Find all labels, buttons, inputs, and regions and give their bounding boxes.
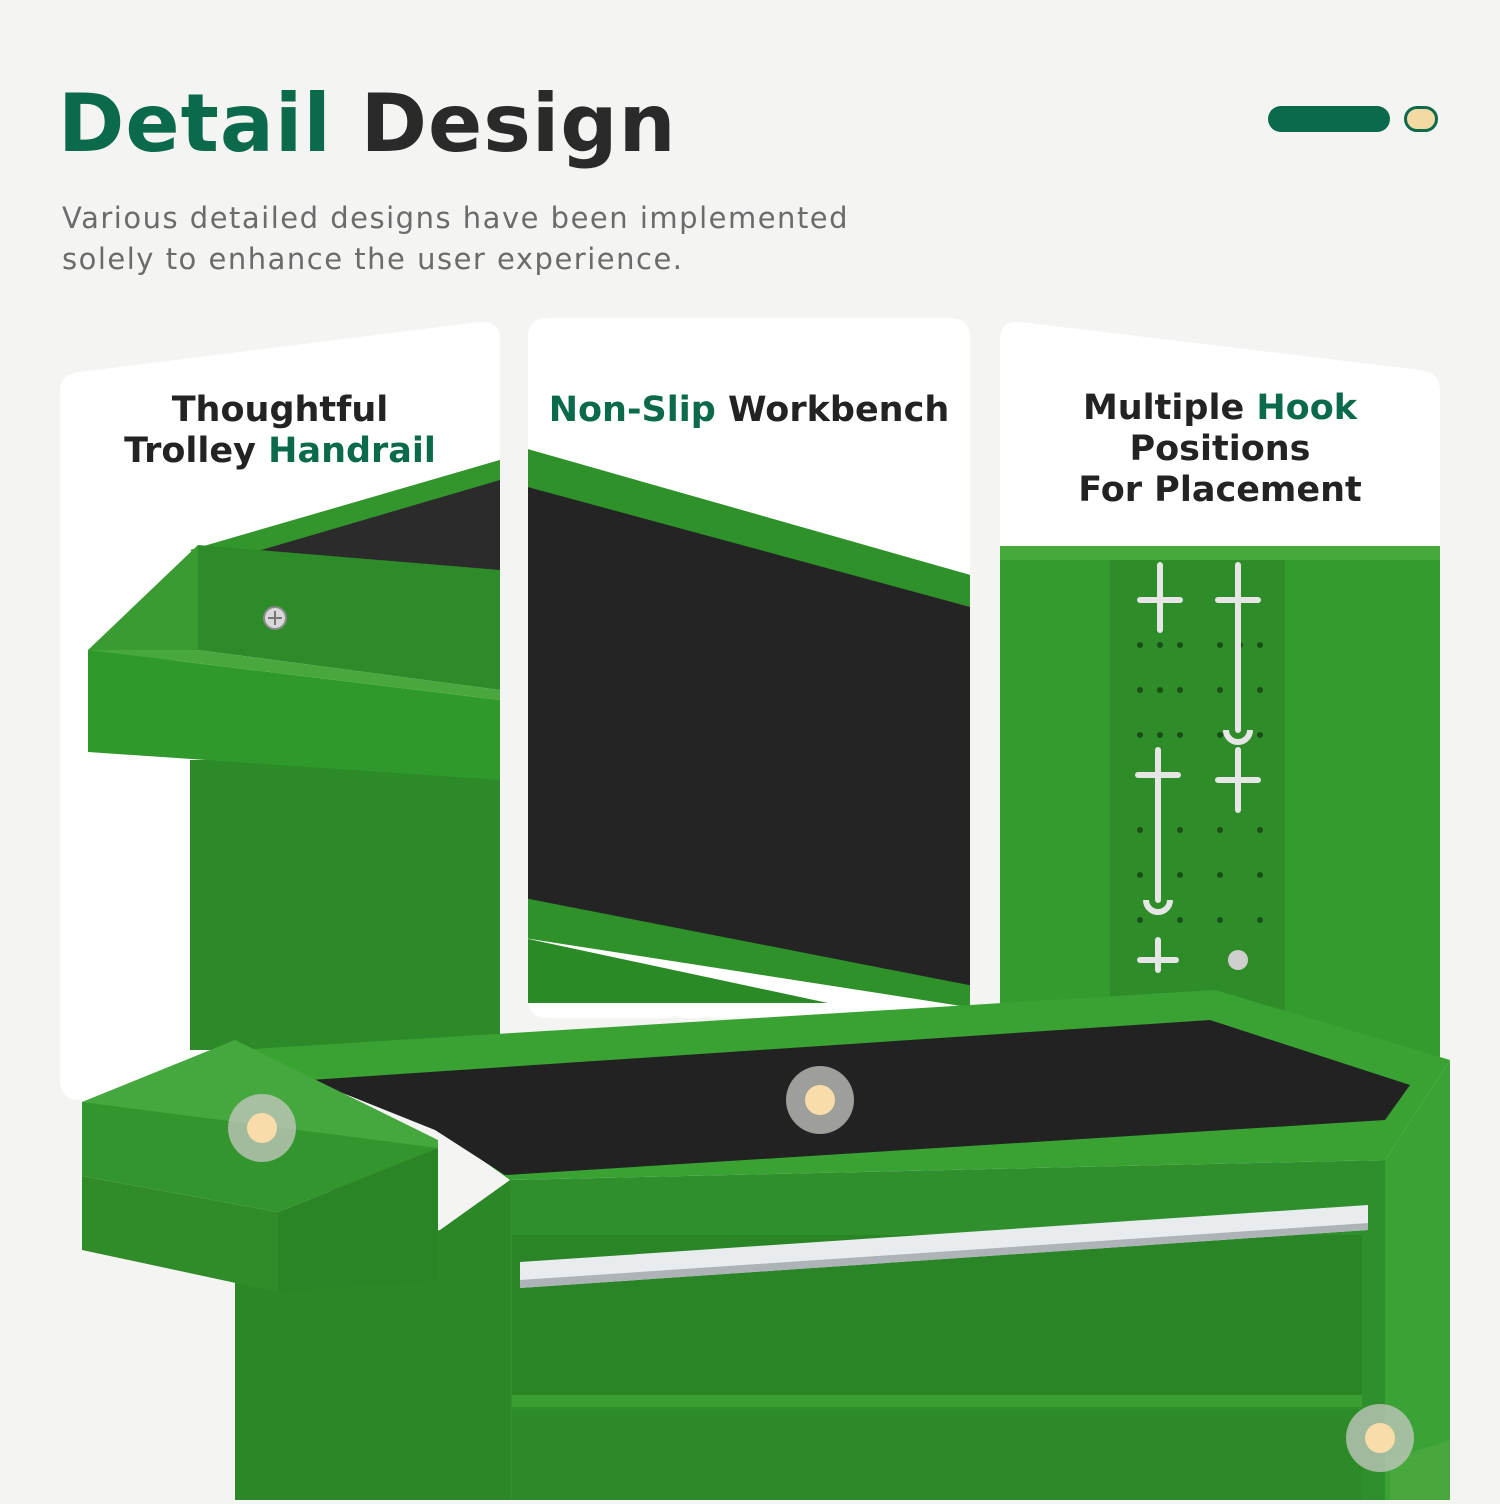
- card-title-hooks: Multiple Hook Positions For Placement: [1000, 388, 1440, 511]
- page-subtitle: Various detailed designs have been imple…: [62, 198, 942, 280]
- carousel-indicator-dot[interactable]: [1404, 106, 1438, 132]
- hooks-illustration: [1000, 321, 1440, 1060]
- feature-card-handrail: Thoughtful Trolley Handrail: [60, 320, 500, 1100]
- subtitle-line-1: Various detailed designs have been imple…: [62, 201, 850, 235]
- card-title-highlight: Hook: [1256, 388, 1358, 428]
- card-title-line-3: For Placement: [1078, 470, 1362, 510]
- title-accent: Detail: [58, 77, 332, 170]
- card-title-plain: Trolley: [124, 431, 269, 471]
- card-title-workbench: Non-Slip Workbench: [528, 390, 970, 431]
- hotspot-workbench[interactable]: [786, 1066, 854, 1134]
- card-title-highlight: Non-Slip: [548, 390, 716, 430]
- subtitle-line-2: solely to enhance the user experience.: [62, 242, 684, 276]
- carousel-indicator-active[interactable]: [1268, 106, 1390, 132]
- page-title: Detail Design: [58, 84, 677, 164]
- card-title-plain: Workbench: [715, 390, 950, 430]
- title-rest: Design: [360, 77, 677, 170]
- workbench-illustration: [528, 318, 970, 1018]
- hotspot-hooks[interactable]: [1346, 1404, 1414, 1472]
- card-title-handrail: Thoughtful Trolley Handrail: [60, 390, 500, 472]
- feature-card-workbench: Non-Slip Workbench: [528, 318, 970, 1018]
- hotspot-handrail[interactable]: [228, 1094, 296, 1162]
- card-title-line-1: Thoughtful: [171, 390, 389, 430]
- handrail-illustration: [60, 321, 500, 1100]
- card-title-line-2: Positions: [1129, 429, 1311, 469]
- feature-card-hooks: Multiple Hook Positions For Placement: [1000, 320, 1440, 1060]
- card-title-highlight: Handrail: [268, 431, 436, 471]
- tool-cart-illustration: [82, 990, 1450, 1500]
- card-title-plain: Multiple: [1082, 388, 1257, 428]
- tool-cart-product: [0, 980, 1500, 1500]
